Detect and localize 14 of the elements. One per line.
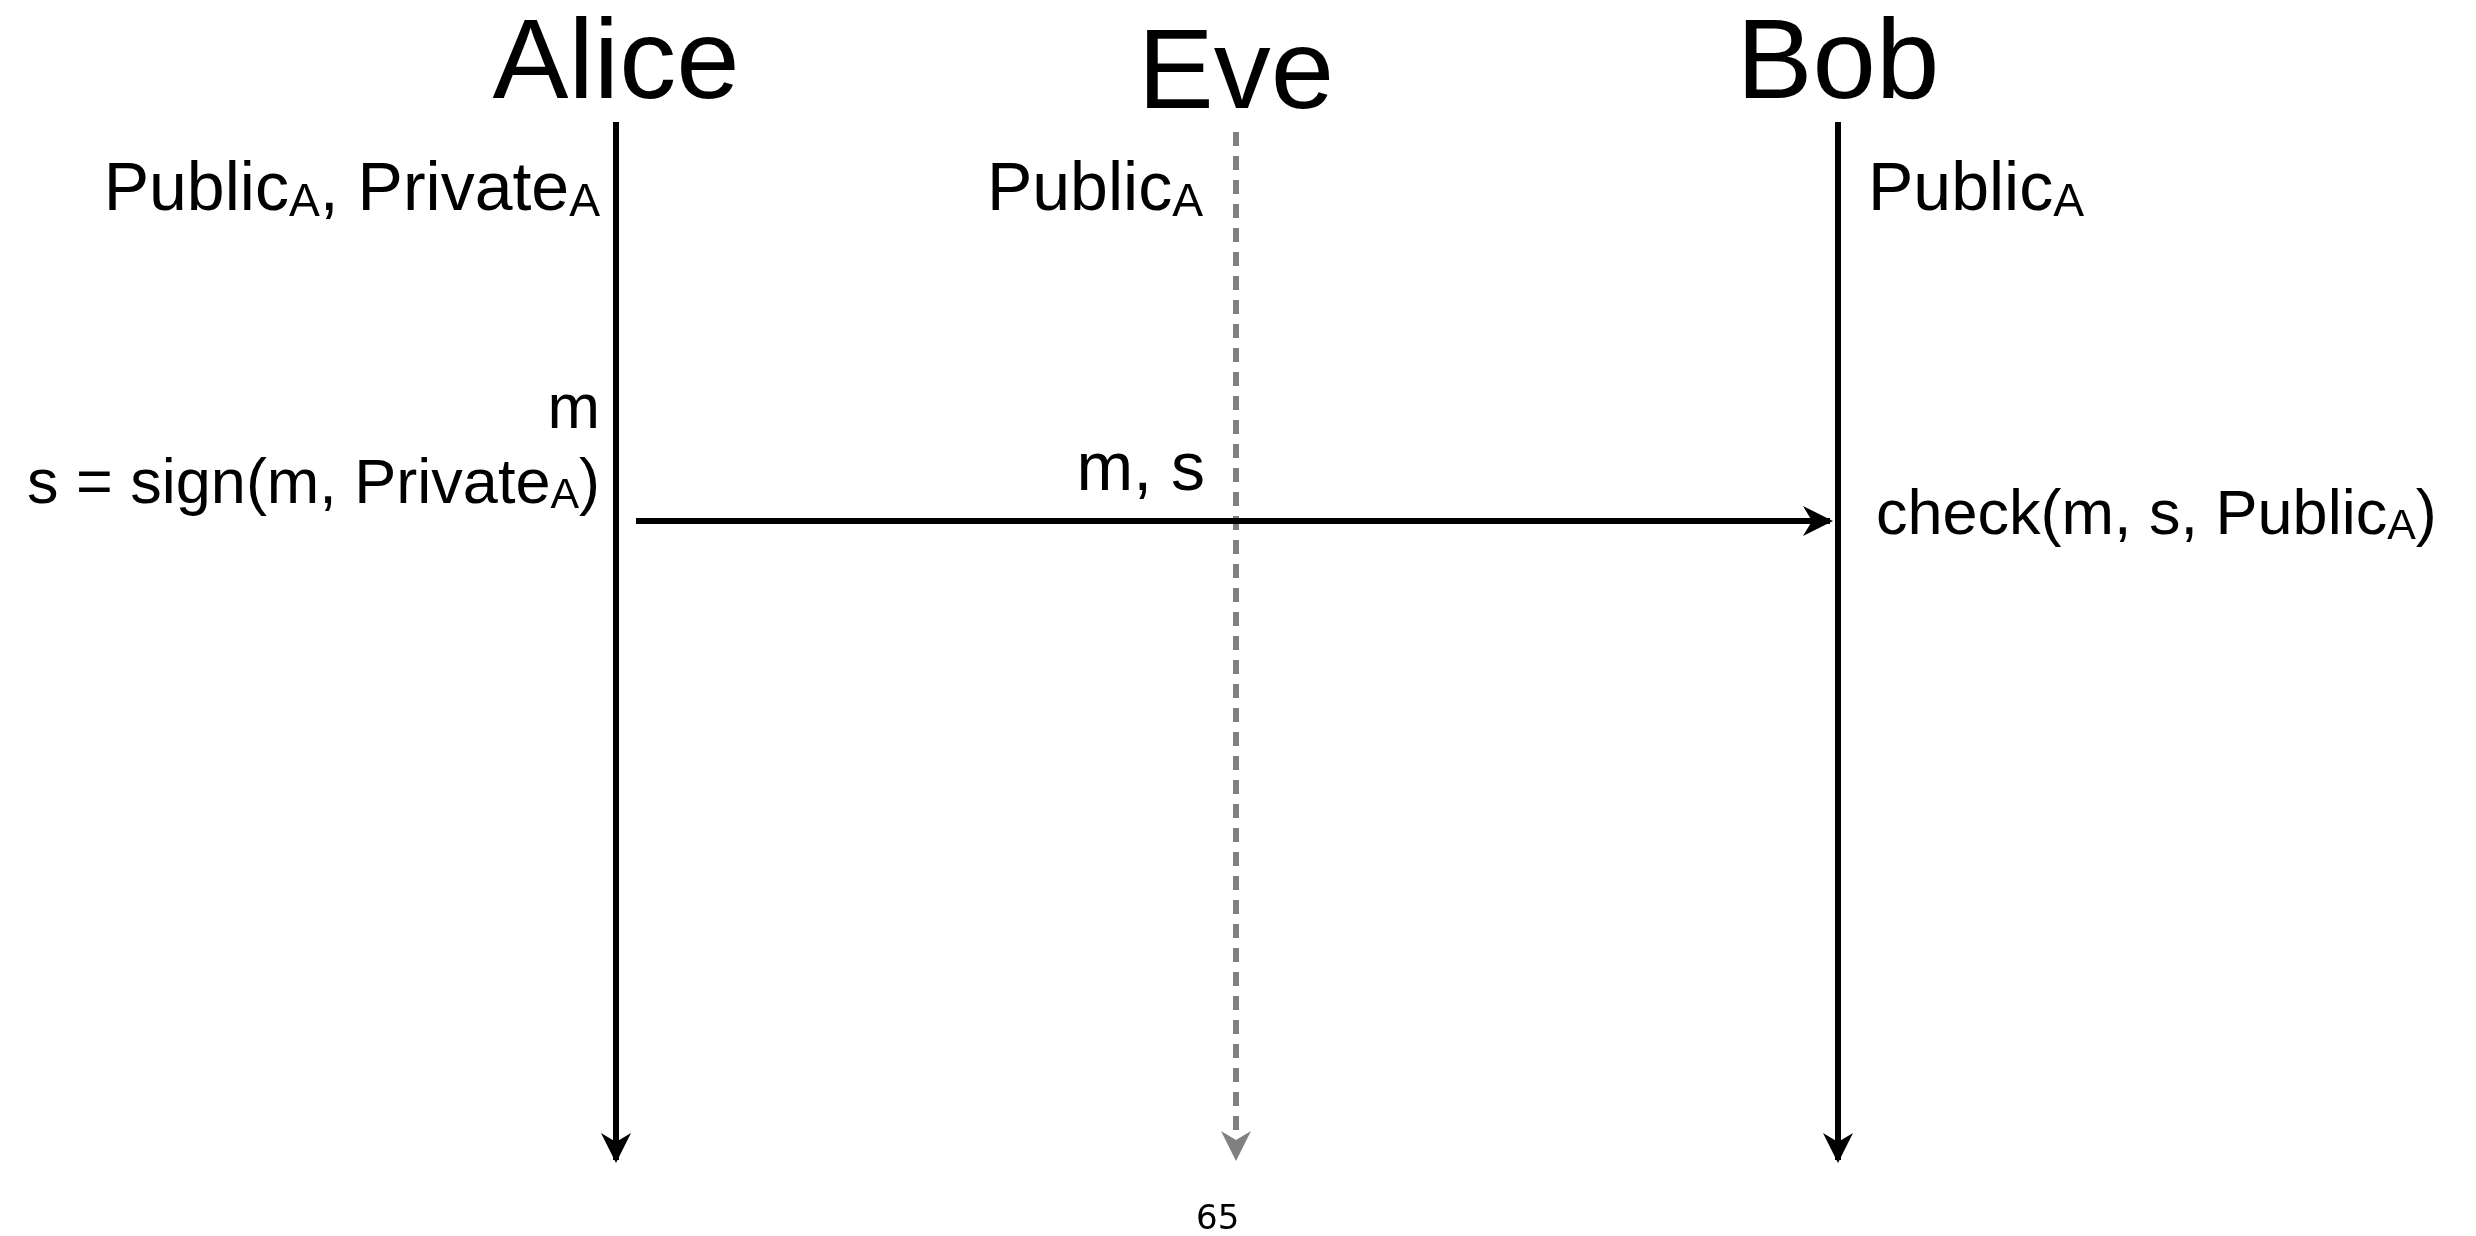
participant-name: Bob (1736, 0, 1940, 118)
lifeline-arrow (1823, 122, 1853, 1163)
participant-name: Eve (1137, 10, 1335, 128)
lifeline-arrow (1221, 132, 1251, 1161)
page-number: 65 (1196, 1200, 1240, 1234)
participant-name: Alice (492, 0, 740, 118)
message-text: check(m, s, Public$_{A}$) (1876, 475, 2437, 551)
message-text: m (547, 369, 600, 443)
key-label: Public$_{A}$ (1868, 152, 2085, 223)
message-text: s = sign(m, Private$_{A}$) (27, 444, 600, 520)
message-arrow (636, 506, 1833, 536)
key-label: Public$_{A}$ (986, 152, 1203, 223)
key-label: Public$_{A}$, Private$_{A}$ (103, 152, 600, 223)
lifeline-arrow (601, 122, 631, 1163)
